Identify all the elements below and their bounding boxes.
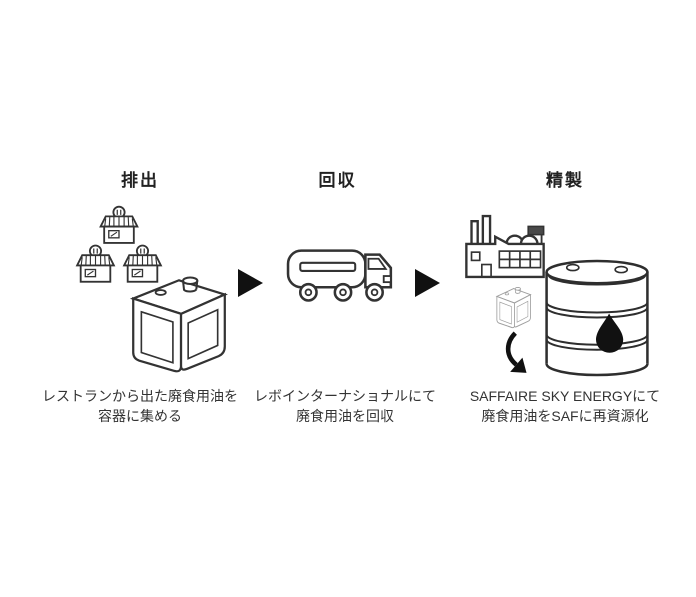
caption-line: 廃食用油をSAFに再資源化: [481, 408, 649, 424]
step-heading-collection: 回収: [318, 171, 357, 190]
small-oil-can-icon: [492, 282, 535, 331]
factory-icon: [465, 214, 545, 279]
curved-down-arrow-icon: [505, 331, 527, 373]
step-heading-refining: 精製: [546, 171, 584, 190]
caption-line: 容器に集める: [98, 408, 182, 424]
oil-can-icon: [120, 265, 237, 379]
right-triangle-arrow-icon: [415, 269, 440, 297]
caption-line: レボインターナショナルにて: [254, 388, 436, 404]
caption-line: 廃食用油を回収: [296, 408, 394, 424]
step-caption-refining: SAFFAIRE SKY ENERGYにて 廃食用油をSAFに再資源化: [453, 386, 677, 426]
step-caption-collection: レボインターナショナルにて 廃食用油を回収: [237, 386, 453, 426]
caption-line: レストランから出た廃食用油を: [42, 388, 238, 404]
oil-drum-icon: [545, 259, 649, 377]
caption-line: SAFFAIRE SKY ENERGYにて: [469, 388, 661, 404]
oil-drop-glyph: [595, 313, 624, 353]
step-caption-discharge: レストランから出た廃食用油を 容器に集める: [28, 386, 252, 426]
step-heading-discharge: 排出: [121, 171, 159, 190]
tanker-truck-icon: [286, 249, 393, 302]
right-triangle-arrow-icon: [238, 269, 263, 297]
